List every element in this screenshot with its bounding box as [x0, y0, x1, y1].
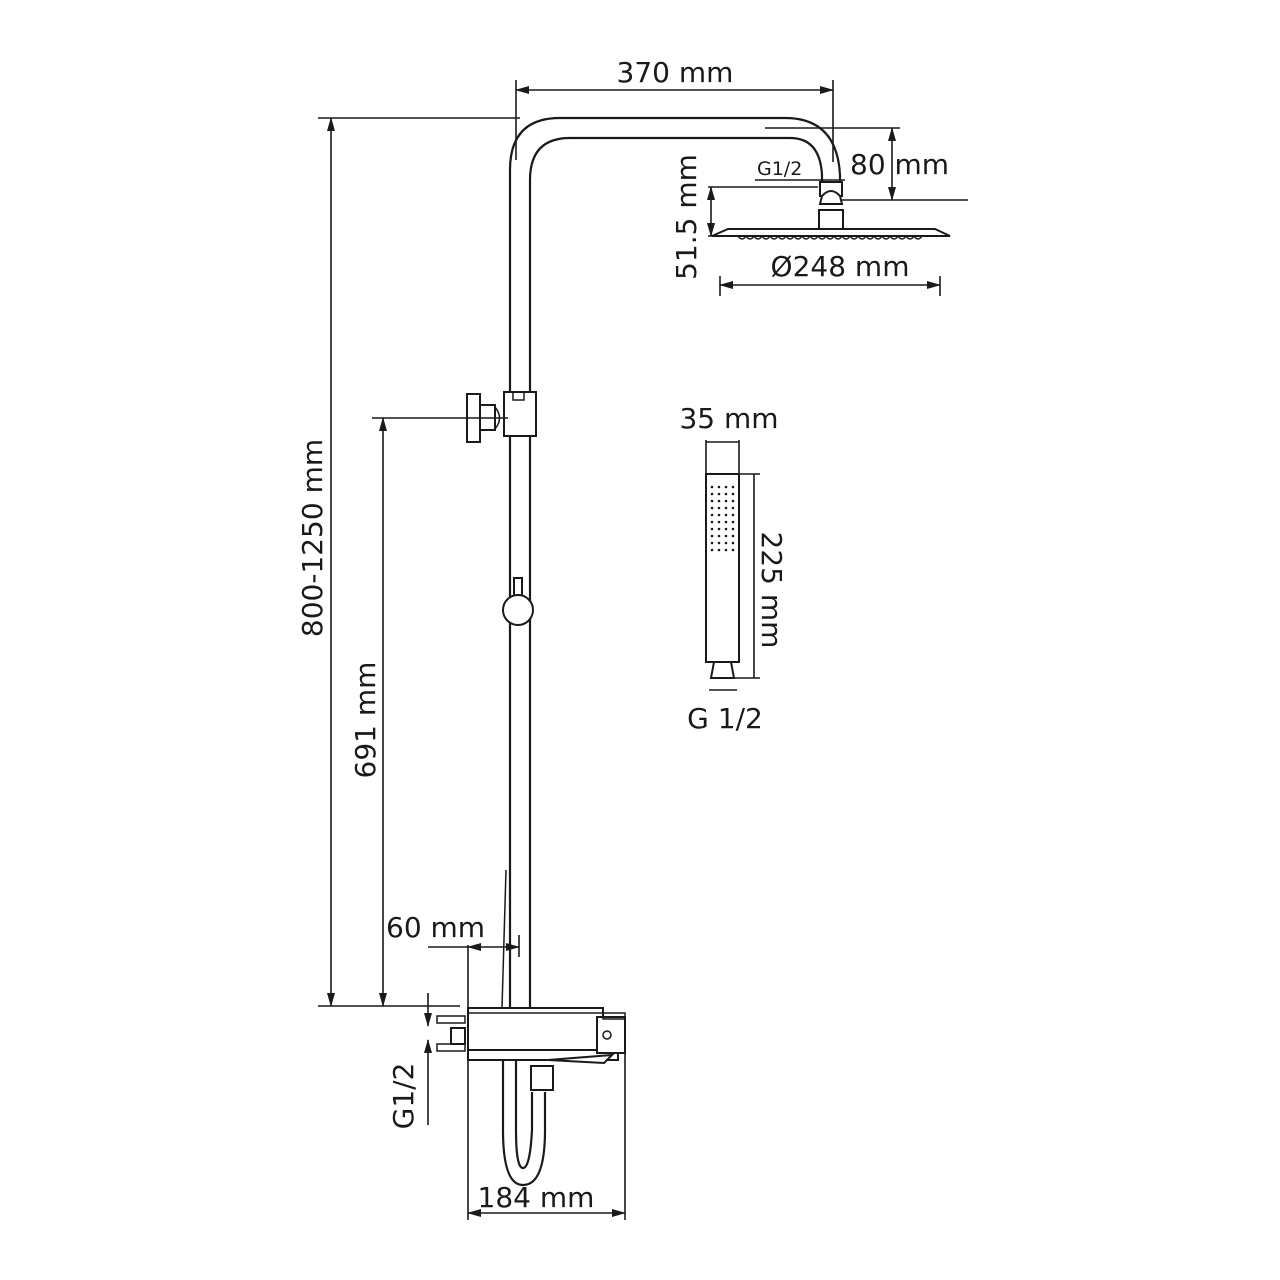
handshower-holder — [466, 391, 537, 443]
shower-riser-pipe — [508, 116, 842, 1012]
label-arm-drop: 80 mm — [850, 148, 949, 181]
rain-shower-head — [711, 181, 951, 240]
dim-total-height — [318, 117, 520, 1007]
label-holder-height: 691 mm — [349, 662, 382, 779]
dim-head-diameter — [719, 276, 941, 296]
label-handshower-width: 35 mm — [679, 402, 778, 435]
label-handshower-connection: G 1/2 — [687, 702, 763, 735]
label-head-height: 51.5 mm — [670, 154, 703, 280]
label-inlet-connection: G1/2 — [387, 1063, 420, 1130]
dim-head-height — [707, 186, 818, 237]
slider-knob — [502, 577, 534, 626]
dim-handshower-length — [734, 473, 760, 679]
bypass-pipe — [501, 869, 507, 1009]
dim-arm-drop — [765, 127, 968, 201]
label-head-diameter: Ø248 mm — [771, 250, 910, 283]
hand-shower — [705, 473, 740, 679]
label-head-connection: G1/2 — [757, 158, 802, 180]
dim-pipe-offset — [428, 935, 520, 1008]
dim-holder-height — [372, 417, 508, 1007]
label-pipe-offset: 60 mm — [386, 911, 485, 944]
label-handshower-length: 225 mm — [755, 532, 788, 649]
label-mixer-width: 184 mm — [478, 1181, 595, 1214]
dim-arm-reach — [515, 80, 834, 162]
dim-handshower-width — [705, 440, 740, 474]
spray-nozzles — [710, 485, 735, 552]
shower-hose — [501, 1060, 554, 1187]
dim-mixer-width — [467, 1053, 626, 1220]
thermostatic-mixer — [436, 1007, 626, 1065]
label-total-height: 800-1250 mm — [296, 439, 329, 637]
label-arm-reach: 370 mm — [617, 56, 734, 89]
